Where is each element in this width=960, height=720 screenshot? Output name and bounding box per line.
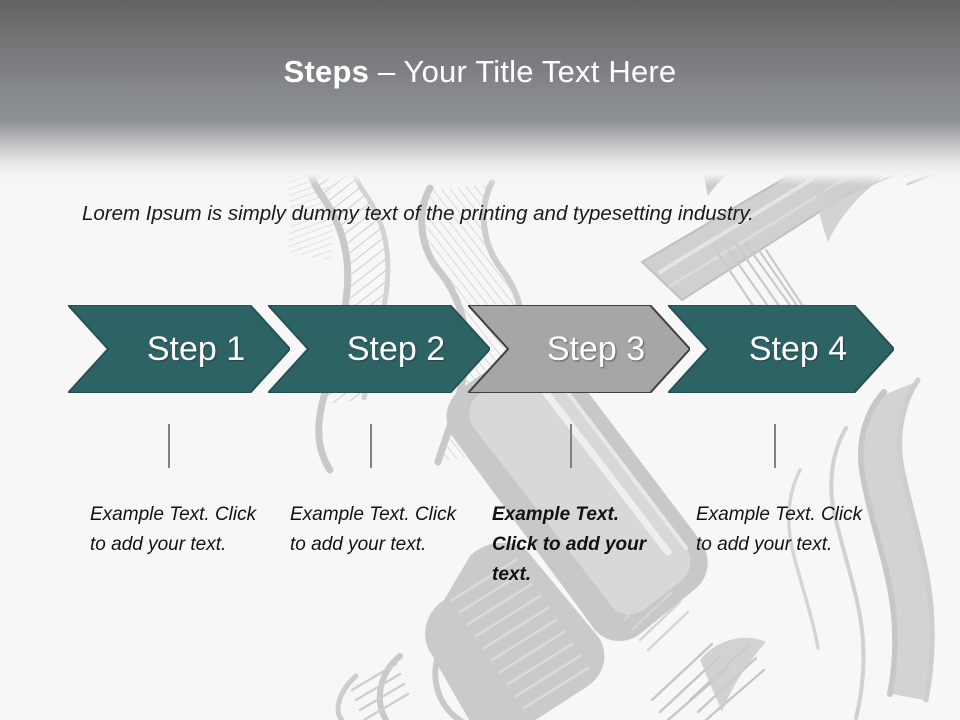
body-paragraph: Lorem Ipsum is simply dummy text of the … xyxy=(82,202,754,225)
process-chevron-row: Step 1 Step 2 Step 3 Step 4 xyxy=(0,305,960,397)
page-title-strong: Steps xyxy=(283,54,370,89)
connector-tick-4 xyxy=(774,424,776,468)
caption-step-1[interactable]: Example Text. Click to add your text. xyxy=(90,504,257,555)
connector-tick-3 xyxy=(570,424,572,468)
page-title: Steps – Your Title Text Here xyxy=(0,52,960,92)
chevron-step-3[interactable]: Step 3 xyxy=(468,305,690,393)
chevron-label-1: Step 1 xyxy=(146,330,246,368)
chevron-label-2: Step 2 xyxy=(346,330,446,368)
caption-step-2[interactable]: Example Text. Click to add your text. xyxy=(290,504,457,555)
chevron-shape-4 xyxy=(668,305,894,393)
connector-tick-1 xyxy=(168,424,170,468)
page-title-rest: – Your Title Text Here xyxy=(369,54,677,89)
chevron-label-4: Step 4 xyxy=(748,330,848,368)
caption-step-3[interactable]: Example Text. Click to add your text. xyxy=(492,504,647,585)
chevron-step-2[interactable]: Step 2 xyxy=(268,305,490,393)
connector-tick-2 xyxy=(370,424,372,468)
header-gradient-band xyxy=(0,0,960,185)
chevron-step-1[interactable]: Step 1 xyxy=(68,305,290,393)
chevron-step-4[interactable]: Step 4 xyxy=(668,305,894,393)
chevron-label-3: Step 3 xyxy=(546,330,646,368)
chevron-shape-1 xyxy=(68,305,290,393)
caption-step-4[interactable]: Example Text. Click to add your text. xyxy=(696,504,863,555)
